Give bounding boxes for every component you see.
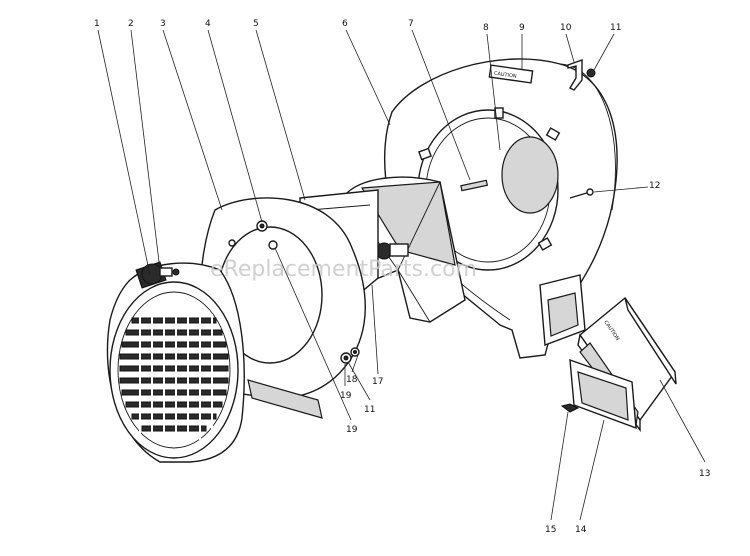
callout-11-lower: 11 — [364, 405, 375, 415]
grille-slots — [119, 308, 229, 442]
callout-4: 4 — [205, 19, 211, 29]
grille-cover — [106, 261, 245, 463]
callout-6: 6 — [342, 19, 348, 29]
housing-caution-label: CAUTION — [493, 71, 517, 80]
watermark-text: eReplacementParts.com — [210, 257, 477, 282]
callout-3: 3 — [160, 19, 166, 29]
callout-10: 10 — [560, 23, 572, 33]
callout-19-lower: 19 — [346, 425, 358, 435]
callout-labels: 1 2 3 4 5 6 7 8 9 10 11 12 13 14 15 17 1… — [94, 19, 710, 535]
callout-17: 17 — [372, 377, 383, 387]
leader-lines — [97, 29, 706, 521]
callout-12: 12 — [649, 181, 660, 191]
callout-1: 1 — [94, 19, 100, 29]
screw-part — [569, 188, 594, 199]
callout-14: 14 — [575, 525, 587, 535]
callout-8: 8 — [483, 23, 489, 33]
callout-13: 13 — [699, 469, 710, 479]
callout-19-upper: 19 — [340, 391, 352, 401]
callout-2: 2 — [128, 19, 134, 29]
callout-7: 7 — [408, 19, 414, 29]
knob — [135, 261, 180, 289]
callout-11-top: 11 — [610, 23, 621, 33]
callout-9: 9 — [519, 23, 525, 33]
callout-18: 18 — [346, 375, 358, 385]
bracket-part — [567, 59, 596, 91]
callout-5: 5 — [253, 19, 259, 29]
discharge-chute: CAUTION — [560, 296, 677, 433]
mounting-plate — [199, 197, 366, 419]
callout-15: 15 — [545, 525, 556, 535]
